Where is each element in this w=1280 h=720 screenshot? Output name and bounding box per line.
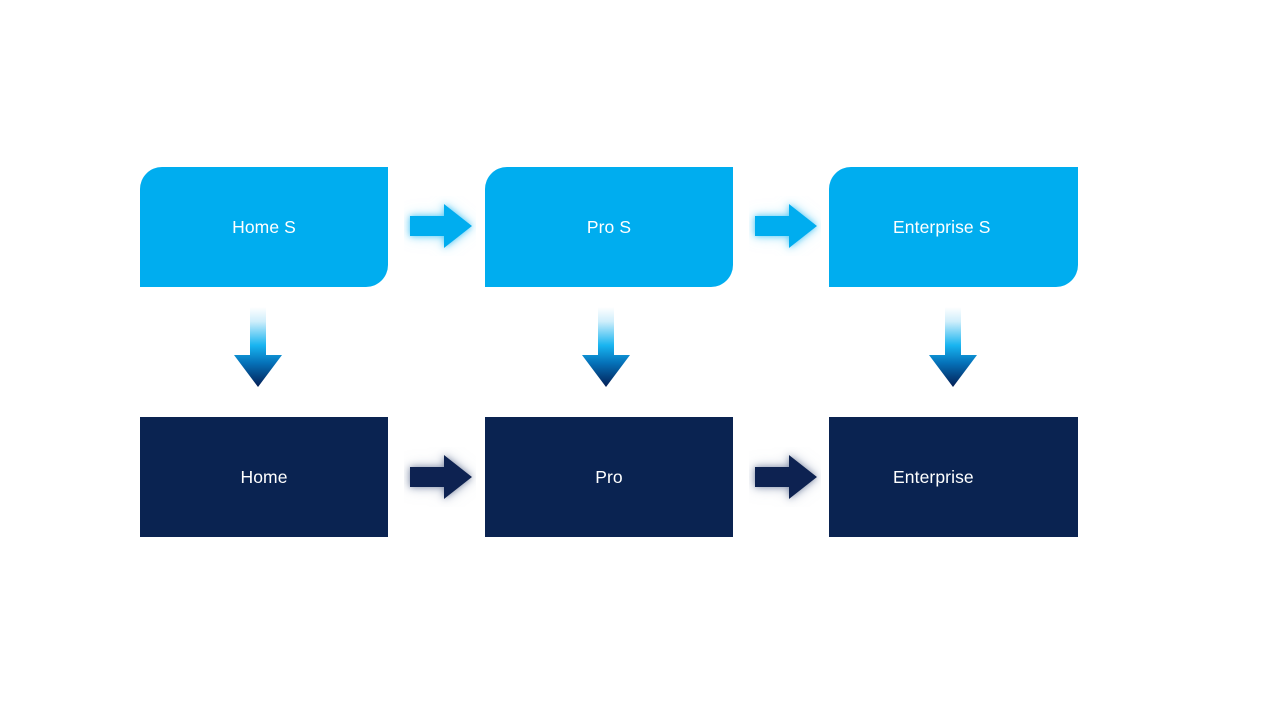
down-arrow-home (230, 307, 286, 391)
product-arrow-pro-to-enterprise (749, 447, 821, 507)
service-box-home-label: Home S (232, 216, 296, 237)
down-arrow-enterprise (925, 307, 981, 391)
product-box-enterprise[interactable]: Enterprise (829, 417, 1078, 537)
product-arrow-home-to-pro (404, 447, 476, 507)
product-box-pro-label: Pro (595, 466, 623, 487)
service-box-pro[interactable]: Pro S (485, 167, 733, 287)
service-arrow-home-to-pro (404, 196, 476, 256)
service-box-enterprise-label: Enterprise S (893, 216, 991, 237)
product-box-pro[interactable]: Pro (485, 417, 733, 537)
service-box-pro-label: Pro S (586, 216, 632, 237)
product-box-enterprise-label: Enterprise (893, 466, 974, 487)
service-arrow-pro-to-enterprise (749, 196, 821, 256)
product-box-home-label: Home (240, 466, 288, 487)
service-box-enterprise[interactable]: Enterprise S (829, 167, 1078, 287)
down-arrow-pro (578, 307, 634, 391)
product-box-home[interactable]: Home (140, 417, 388, 537)
service-box-home[interactable]: Home S (140, 167, 388, 287)
